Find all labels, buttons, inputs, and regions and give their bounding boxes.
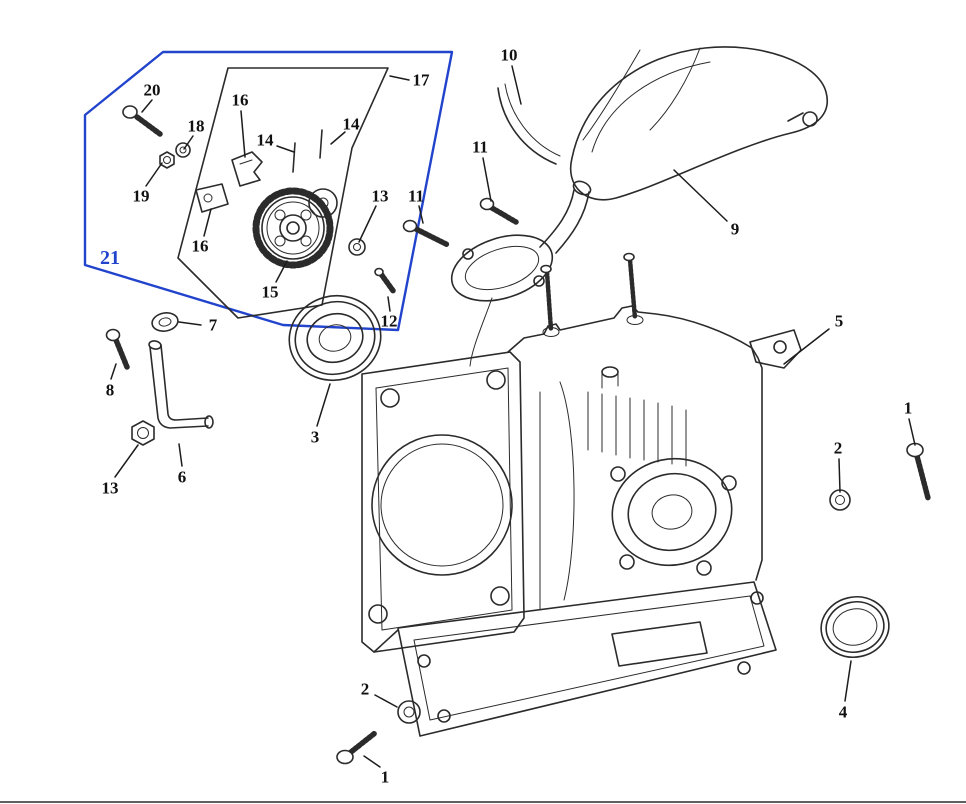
callout-21-highlight: 21 <box>100 247 120 269</box>
oil-seal-4-drawing <box>820 596 890 658</box>
washer-2-right-drawing <box>829 489 851 511</box>
callout-3: 3 <box>310 427 320 447</box>
bracket-16-lower-drawing <box>195 183 229 213</box>
callout-11-lower: 11 <box>407 186 425 206</box>
highlight-region-21 <box>83 50 454 332</box>
bolt-8-drawing <box>105 328 130 370</box>
breather-tube-drawing <box>497 83 561 165</box>
bolt-11-lower-drawing <box>402 219 451 248</box>
callout-2-right: 2 <box>833 438 843 458</box>
callout-20: 20 <box>143 80 161 100</box>
callout-11-upper: 11 <box>471 137 489 157</box>
callout-17: 17 <box>412 70 430 90</box>
callout-8: 8 <box>105 380 115 400</box>
bolt-1-right-drawing <box>906 442 931 501</box>
breather-cover-drawing <box>569 46 829 201</box>
callout-16-upper: 16 <box>231 90 249 110</box>
washer-2-bottom-drawing <box>397 700 421 724</box>
callout-1-right: 1 <box>903 398 913 418</box>
oil-pipe-6-drawing <box>148 340 214 429</box>
clip-16-upper-drawing <box>231 151 263 187</box>
callout-6: 6 <box>177 467 187 487</box>
bolt-20-drawing <box>122 105 163 137</box>
callout-9: 9 <box>730 219 740 239</box>
bolt-1-bottom-drawing <box>336 730 378 765</box>
breather-plate-drawing <box>450 180 592 367</box>
governor-gear-drawing <box>252 187 338 269</box>
callout-13-mid: 13 <box>371 186 389 206</box>
nut-19-drawing <box>159 151 175 169</box>
callout-10: 10 <box>500 45 518 65</box>
callout-15: 15 <box>261 282 279 302</box>
callout-5: 5 <box>834 311 844 331</box>
callout-16-lower: 16 <box>191 236 209 256</box>
callout-14-right: 14 <box>342 114 360 134</box>
leader-lines <box>110 65 916 768</box>
washer-18-drawing <box>175 142 191 158</box>
pin-12-drawing <box>374 267 397 295</box>
oil-seal-3-drawing <box>288 294 382 382</box>
nut-13-lower-drawing <box>131 420 155 446</box>
callout-14-left: 14 <box>256 130 274 150</box>
callout-18: 18 <box>187 116 205 136</box>
washer-7-drawing <box>151 312 179 332</box>
callout-13-lower: 13 <box>101 478 119 498</box>
pins-14-drawing <box>292 129 323 173</box>
bolt-11-upper-drawing <box>479 197 519 225</box>
callout-19: 19 <box>132 186 150 206</box>
callout-2-bottom: 2 <box>360 679 370 699</box>
washer-13-mid-drawing <box>348 238 366 256</box>
callout-1-bottom: 1 <box>380 767 390 787</box>
crankcase-drawing <box>361 252 802 737</box>
callout-12: 12 <box>380 311 398 331</box>
callout-4: 4 <box>838 702 848 722</box>
callout-7: 7 <box>208 315 218 335</box>
